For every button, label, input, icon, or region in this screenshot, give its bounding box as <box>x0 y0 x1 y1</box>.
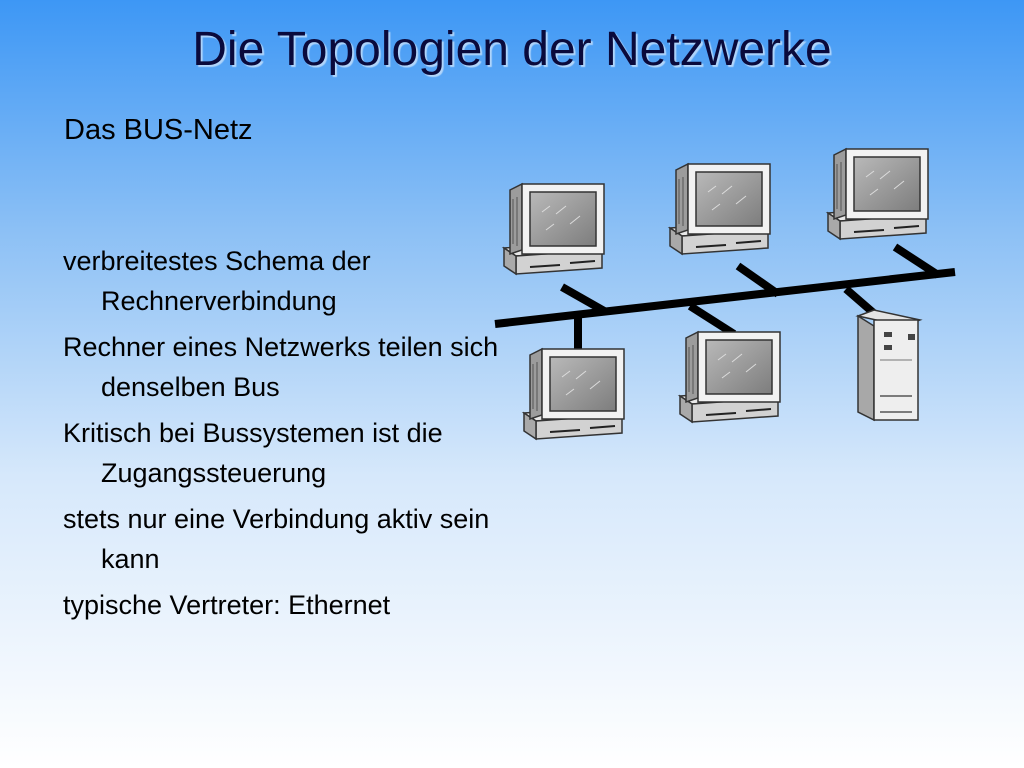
bullet-item: stets nur eine Verbindung aktiv sein kan… <box>63 504 490 574</box>
computer-icon <box>669 163 771 255</box>
drop-cable <box>560 283 608 316</box>
bus-network-diagram <box>494 148 956 440</box>
computer-icon <box>523 348 625 440</box>
slide-subtitle: Das BUS-Netz <box>64 114 253 146</box>
bullet-item: Rechner eines Netzwerks teilen sich dens… <box>63 332 499 402</box>
computer-icon <box>503 183 605 275</box>
drop-cable <box>687 302 737 338</box>
bullet-item: Kritisch bei Bussystemen ist die Zugangs… <box>63 418 443 488</box>
computer-icon <box>827 148 929 240</box>
computer-icon <box>679 331 781 423</box>
server-icon <box>855 309 923 422</box>
slide-title: Die Topologien der Netzwerke <box>192 23 832 76</box>
bullet-list: verbreitestes Schema der Rechnerverbindu… <box>63 241 503 631</box>
drop-cable <box>892 243 941 279</box>
bullet-item: verbreitestes Schema der Rechnerverbindu… <box>63 246 371 316</box>
bus-cable <box>494 268 956 328</box>
bullet-item: typische Vertreter: Ethernet <box>63 590 391 620</box>
